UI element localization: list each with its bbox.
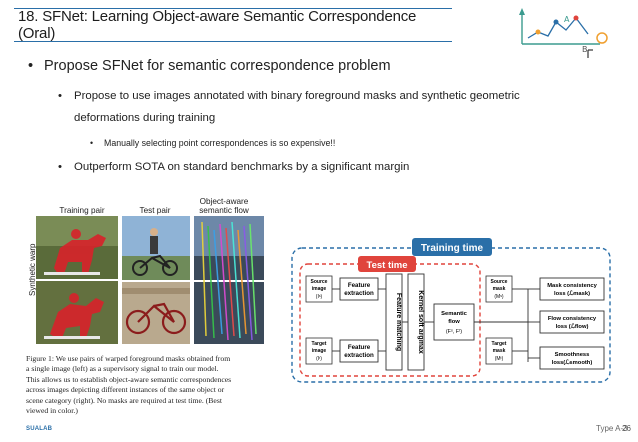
figure-photos [36,216,264,344]
test-time-label: Test time [366,260,407,271]
source-mask-box [485,275,513,303]
paper-figure: Training pair Test pair Object-aware sem… [26,196,266,428]
figure-headers: Training pair Test pair Object-aware sem… [26,196,266,224]
semantic-flow-l1: Semantic [441,311,468,317]
bike-top [132,254,178,276]
target-mask-l3: (Mᵗ) [495,356,504,362]
fe-bot-l2: extraction [344,352,374,359]
flow-loss-l2: loss (ℒflow) [556,323,589,330]
smooth-loss-box [539,346,605,370]
source-mask-l1: Source [491,279,508,285]
source-image-l2: image [312,286,327,292]
footer-brand: SUALAB [26,426,53,432]
head-flow-line2: semantic flow [199,206,249,215]
source-image-l1: Source [311,279,328,285]
bullet-main: • Propose SFNet for semantic corresponden… [28,58,391,74]
caption-line: Figure 1: We use pairs of warped foregro… [26,354,231,363]
target-mask-l1: Target [492,341,507,347]
smooth-loss-l2: loss(ℒsmooth) [552,359,593,366]
source-mask-l2: mask [493,286,506,292]
target-image-l1: Target [312,341,327,347]
test-time-frame [299,263,481,377]
bullet-sub2: • Outperform SOTA on standard benchmarks … [58,161,409,173]
mask-loss-box [539,277,605,301]
bullet-dot-icon: • [28,58,34,74]
bullet-dot-icon: • [58,90,62,102]
bullet-dot-icon: • [90,138,94,148]
bullet-subsub: • Manually selecting point correspondence… [90,138,335,148]
target-mask-box [485,337,513,365]
bullet-sub1: • Propose to use images annotated with bi… [58,90,520,102]
bullet-sub1-cont-text: deformations during training [74,112,216,124]
flow-loss-box [539,310,605,334]
figure-caption: Figure 1: We use pairs of warped foregro… [26,354,266,416]
page-title: 18. SFNet: Learning Object-aware Semanti… [18,8,417,42]
svg-text:A: A [564,15,570,24]
source-mask-l3: (Mˢ) [494,294,504,300]
semantic-flow-l2: flow [448,319,460,325]
caption-line: This allows us to establish object-aware… [26,374,232,384]
svg-text:B: B [582,45,588,54]
caption-line: across images depicting different instan… [26,385,225,395]
kernel-soft-argmax-label: Kernel soft argmax [417,290,424,354]
smooth-loss-l1: Smoothness [555,352,590,358]
target-mask-l2: mask [493,348,506,354]
mask-loss-l1: Mask consistency [547,283,597,289]
sualab-logo: A B [519,8,608,58]
architecture-diagram: Training time Test time Source image (Iˢ… [291,238,611,383]
fe-top-l1: Feature [348,282,371,289]
horse-mask-bottom [50,293,104,338]
feature-matching-label: Feature matching [395,293,402,351]
target-image-l3: (Iᵗ) [316,356,322,362]
caption-line: a single image (left) as a supervisory s… [26,364,219,374]
bullet-main-text: Propose SFNet for semantic correspondenc… [44,58,391,74]
source-image-box [305,275,333,303]
target-image-l2: image [312,348,327,354]
horse-mask-top [54,229,106,274]
page-number: 26 [622,424,631,433]
bullet-sub1-text: Propose to use images annotated with bin… [74,90,520,102]
fe-top-l2: extraction [344,290,374,297]
test-time-badge [358,256,416,272]
title-bar: 18. SFNet: Learning Object-aware Semanti… [14,8,452,42]
training-time-label: Training time [421,243,484,254]
head-flow-line1: Object-aware [199,197,249,206]
semantic-flow-l3: (Fˢ, Fᵗ) [446,329,462,335]
source-image-l3: (Iˢ) [316,294,323,300]
fe-bot-l1: Feature [348,344,371,351]
caption-line: scene category (right). No masks are req… [26,395,222,405]
bullet-dot-icon: • [58,161,62,173]
mask-loss-l2: loss (ℒmask) [554,290,590,297]
footer-type: Type A-3 [596,424,628,433]
bullet-sub2-text: Outperform SOTA on standard benchmarks b… [74,161,410,173]
head-training-pair: Training pair [59,206,105,215]
bullet-subsub-text: Manually selecting point correspondences… [104,138,336,148]
bullet-sub1-cont: deformations during training [74,112,215,124]
caption-line: viewed in color.) [26,406,78,416]
bike-bottom [125,302,187,335]
flow-loss-l1: Flow consistency [548,316,597,322]
head-test-pair: Test pair [139,206,171,215]
training-time-badge [412,238,492,256]
